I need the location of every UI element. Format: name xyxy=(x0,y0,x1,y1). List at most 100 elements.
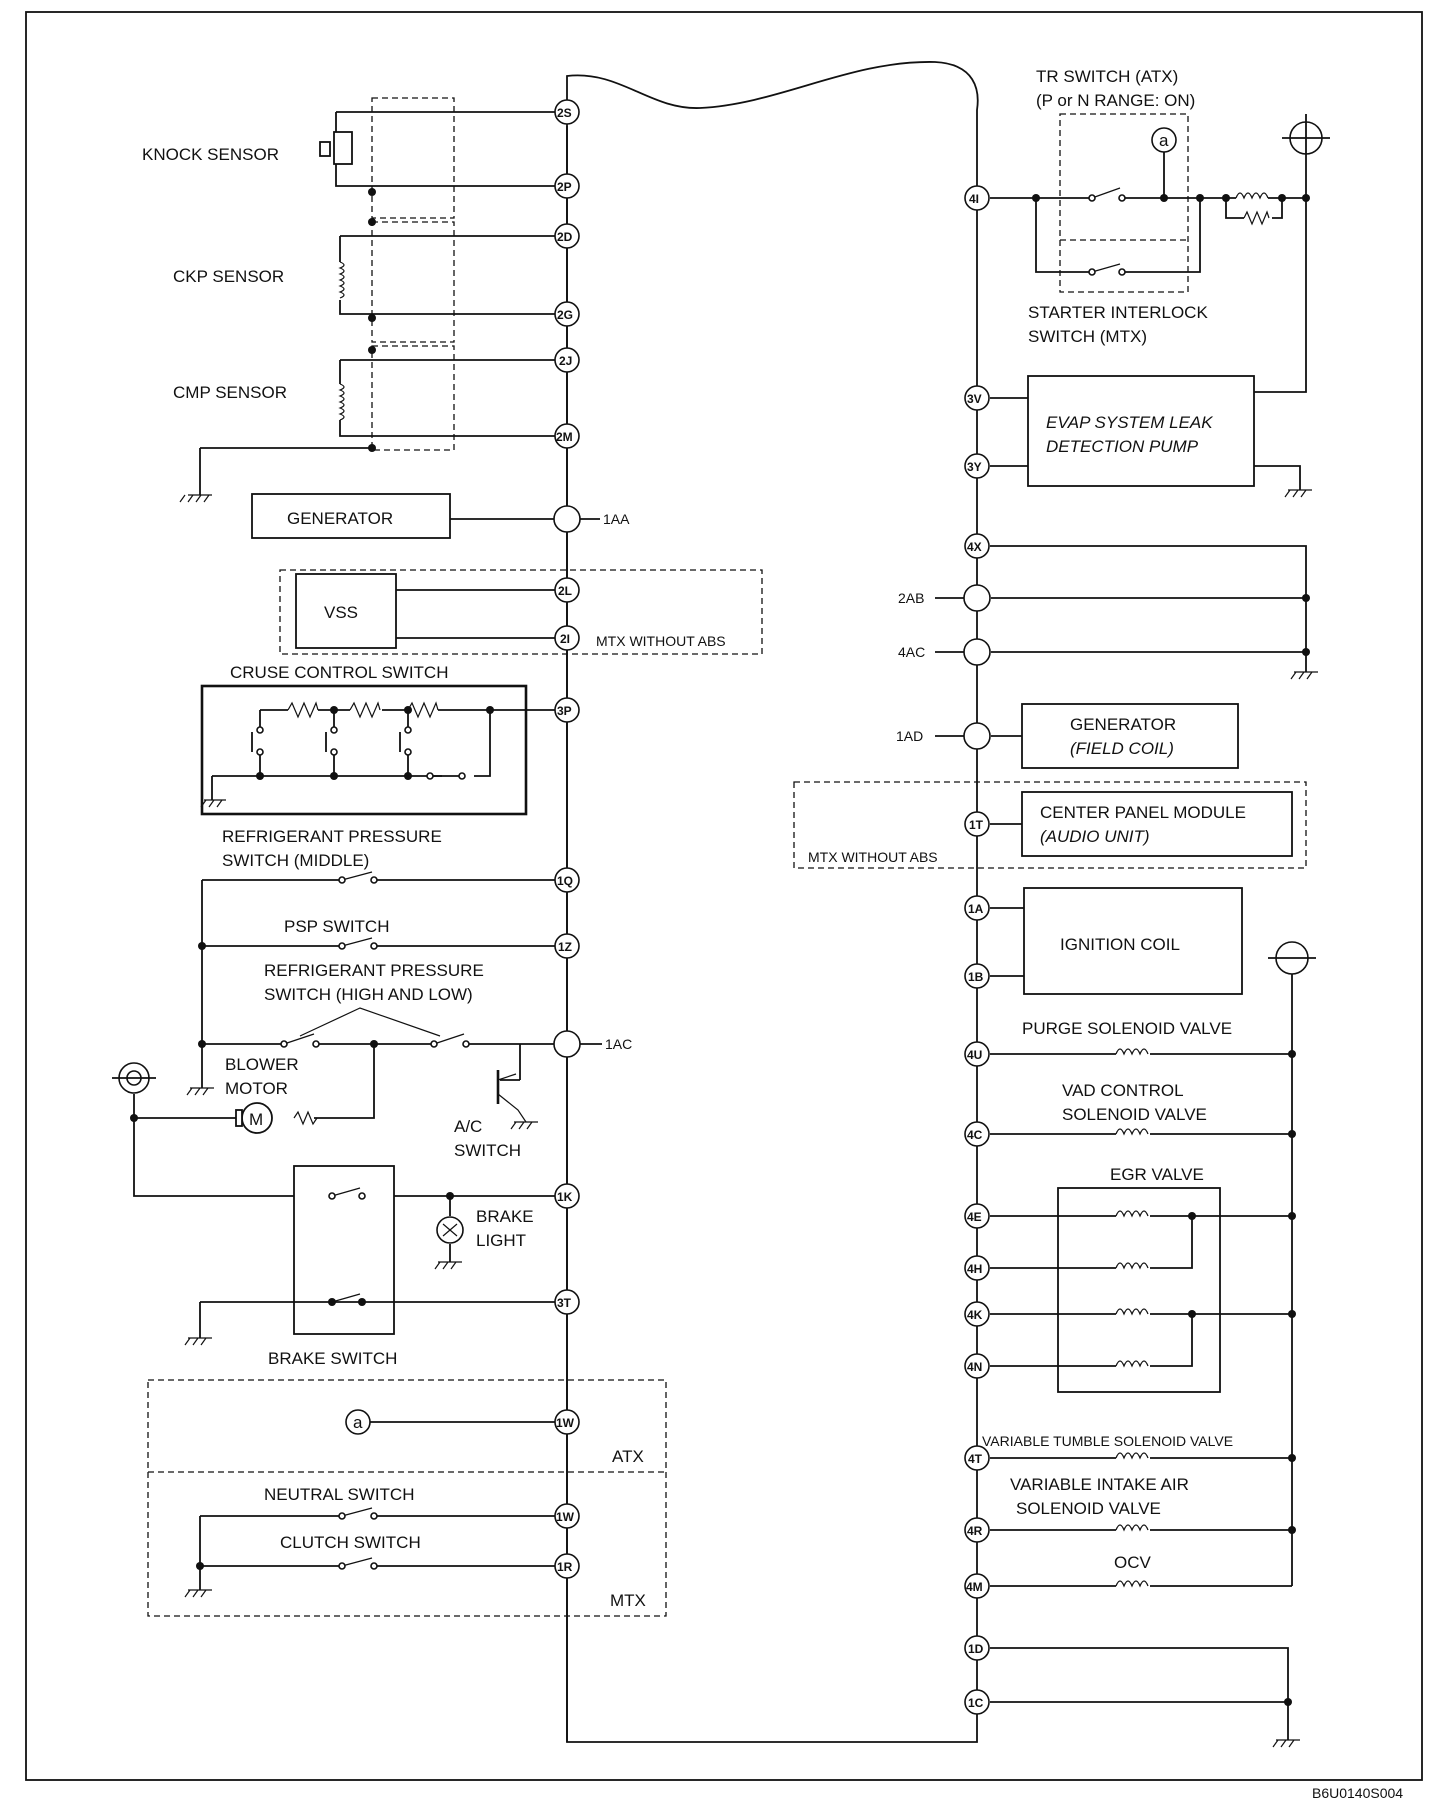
refrigerant-hl-label-2: SWITCH (HIGH AND LOW) xyxy=(264,985,473,1004)
pin-3V: 3V xyxy=(964,385,990,411)
svg-text:1A: 1A xyxy=(968,902,984,916)
pcm-pins-right: 4I 3V 3Y 4X 2AB 4AC 1AD 1T 1A 1B 4U 4C 4… xyxy=(896,185,991,1715)
tr-switch-label-1: TR SWITCH (ATX) xyxy=(1036,67,1178,86)
knock-sensor-shield xyxy=(371,97,455,219)
svg-text:4X: 4X xyxy=(967,540,982,554)
svg-text:1Q: 1Q xyxy=(557,874,573,888)
svg-text:1AD: 1AD xyxy=(896,728,923,744)
tr-switch-label-2: (P or N RANGE: ON) xyxy=(1036,91,1195,110)
pin-1A: 1A xyxy=(964,895,990,921)
motor-symbol: M xyxy=(249,1110,263,1129)
pin-4H: 4H xyxy=(964,1255,990,1281)
ac-switch: A/C SWITCH xyxy=(454,1044,538,1160)
svg-text:4H: 4H xyxy=(967,1262,982,1276)
pin-2D: 2D xyxy=(554,223,580,249)
egr-valve-label: EGR VALVE xyxy=(1110,1165,1204,1184)
pin-2P: 2P xyxy=(554,173,580,199)
ignition-coil-label: IGNITION COIL xyxy=(1060,935,1180,954)
pin-1W-mtx: 1W xyxy=(554,1503,580,1529)
center-panel-label-2: (AUDIO UNIT) xyxy=(1040,827,1150,846)
svg-text:1AA: 1AA xyxy=(603,511,630,527)
svg-text:1W: 1W xyxy=(556,1416,575,1430)
brake-light-label-2: LIGHT xyxy=(476,1231,526,1250)
svg-text:3V: 3V xyxy=(967,392,982,406)
right-power-bus xyxy=(1268,941,1316,1586)
refrigerant-pressure-switch-middle: REFRIGERANT PRESSURE SWITCH (MIDDLE) xyxy=(201,827,555,1044)
purge-valve-label: PURGE SOLENOID VALVE xyxy=(1022,1019,1232,1038)
variable-intake-label-1: VARIABLE INTAKE AIR xyxy=(1010,1475,1189,1494)
mtx-without-abs-right-label: MTX WITHOUT ABS xyxy=(808,849,938,865)
pin-4AC-external: 4AC xyxy=(898,638,991,666)
ac-switch-label-1: A/C xyxy=(454,1117,482,1136)
diagram-frame xyxy=(25,11,1423,1781)
knock-sensor-label: KNOCK SENSOR xyxy=(142,145,279,164)
generator: GENERATOR xyxy=(251,493,555,539)
tr-switch-starter-interlock: TR SWITCH (ATX) (P or N RANGE: ON) a STA… xyxy=(990,67,1330,393)
svg-text:3P: 3P xyxy=(557,704,572,718)
pin-4N: 4N xyxy=(964,1353,990,1379)
svg-text:1B: 1B xyxy=(968,970,984,984)
pin-1W-atx: 1W xyxy=(554,1409,580,1435)
pin-4T: 4T xyxy=(964,1445,990,1471)
pin-4M: 4M xyxy=(964,1573,990,1599)
svg-text:2S: 2S xyxy=(557,106,572,120)
svg-text:1Z: 1Z xyxy=(558,940,572,954)
atx-label: ATX xyxy=(612,1447,644,1466)
psp-switch-label: PSP SWITCH xyxy=(284,917,389,936)
svg-text:2I: 2I xyxy=(560,632,570,646)
pin-2J: 2J xyxy=(554,347,580,373)
ckp-sensor-label: CKP SENSOR xyxy=(173,267,284,286)
blower-motor-label-2: MOTOR xyxy=(225,1079,288,1098)
svg-text:1K: 1K xyxy=(557,1190,573,1204)
svg-text:1W: 1W xyxy=(556,1510,575,1524)
refrigerant-pressure-switch-high-low: REFRIGERANT PRESSURE SWITCH (HIGH AND LO… xyxy=(186,961,555,1096)
svg-text:4U: 4U xyxy=(967,1048,982,1062)
variable-intake-label-2: SOLENOID VALVE xyxy=(1016,1499,1161,1518)
svg-text:4M: 4M xyxy=(966,1580,983,1594)
svg-text:3Y: 3Y xyxy=(967,460,982,474)
ocv-label: OCV xyxy=(1114,1553,1152,1572)
vad-label-1: VAD CONTROL xyxy=(1062,1081,1184,1100)
pin-1AA-external: 1AA xyxy=(553,505,630,533)
connector-a-left: a xyxy=(353,1413,363,1432)
pin-4K: 4K xyxy=(964,1301,990,1327)
pcm-outline xyxy=(566,61,979,1743)
svg-text:4T: 4T xyxy=(968,1452,983,1466)
ground-block xyxy=(990,545,1318,680)
starter-interlock-label-1: STARTER INTERLOCK xyxy=(1028,303,1208,322)
ocv: OCV xyxy=(990,1553,1292,1588)
pin-1C: 1C xyxy=(964,1689,990,1715)
connector-a-right: a xyxy=(1159,131,1169,150)
svg-text:4K: 4K xyxy=(967,1308,983,1322)
pin-2G: 2G xyxy=(554,301,580,327)
purge-solenoid-valve: PURGE SOLENOID VALVE xyxy=(990,1019,1296,1058)
pin-4X: 4X xyxy=(964,533,990,559)
starter-interlock-label-2: SWITCH (MTX) xyxy=(1028,327,1147,346)
pin-1R: 1R xyxy=(554,1553,580,1579)
ac-switch-label-2: SWITCH xyxy=(454,1141,521,1160)
mtx-without-abs-left-label: MTX WITHOUT ABS xyxy=(596,633,726,649)
vss: VSS MTX WITHOUT ABS xyxy=(279,569,763,655)
refrigerant-middle-label-2: SWITCH (MIDDLE) xyxy=(222,851,369,870)
psp-switch: PSP SWITCH xyxy=(198,917,555,950)
atx-mtx-options: a ATX NEUTRAL SWITCH CLUTCH SWITCH MTX xyxy=(147,1379,667,1617)
refrigerant-middle-label-1: REFRIGERANT PRESSURE xyxy=(222,827,442,846)
generator-field-coil: GENERATOR (FIELD COIL) xyxy=(991,703,1239,769)
brake-switch: BRAKE SWITCH BRAKE LIGHT xyxy=(184,1165,555,1368)
vss-option-frame xyxy=(279,569,763,655)
svg-text:2AB: 2AB xyxy=(898,590,924,606)
svg-text:2D: 2D xyxy=(557,230,573,244)
pin-1Q: 1Q xyxy=(554,867,580,893)
refrigerant-hl-label-1: REFRIGERANT PRESSURE xyxy=(264,961,484,980)
cruise-control-switch: CRUSE CONTROL SWITCH xyxy=(200,663,555,816)
pin-1T: 1T xyxy=(964,811,990,837)
evap-label-2: DETECTION PUMP xyxy=(1046,437,1199,456)
cmp-sensor: CMP SENSOR xyxy=(173,345,555,503)
pin-4E: 4E xyxy=(964,1203,990,1229)
generator-field-label-2: (FIELD COIL) xyxy=(1070,739,1174,758)
pin-3Y: 3Y xyxy=(964,453,990,479)
svg-text:1C: 1C xyxy=(968,1696,984,1710)
knock-sensor: KNOCK SENSOR xyxy=(142,97,555,219)
svg-text:2G: 2G xyxy=(557,308,573,322)
